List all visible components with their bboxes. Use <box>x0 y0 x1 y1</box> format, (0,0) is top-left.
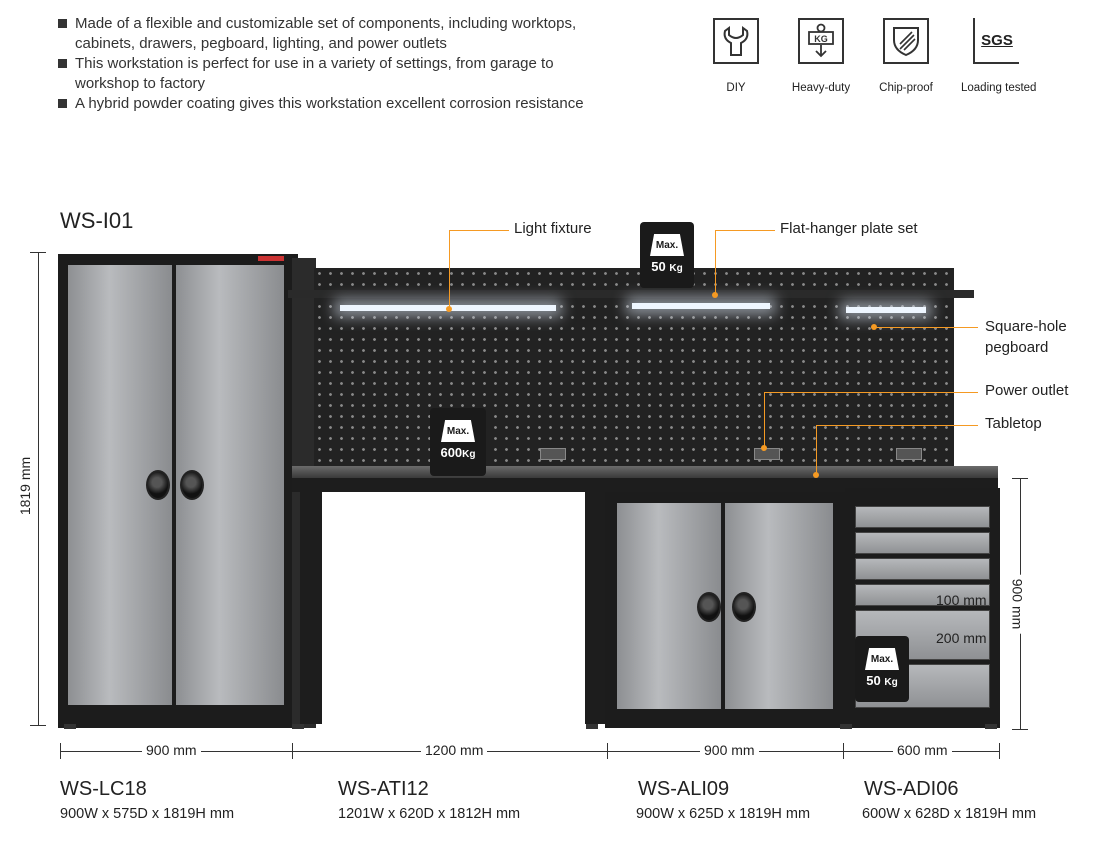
width-dim-2: 1200 mm <box>421 742 488 758</box>
table-leg <box>300 492 322 724</box>
callout-dot <box>871 324 877 330</box>
feature-list: Made of a flexible and customizable set … <box>58 14 618 114</box>
feature-diy: DIY <box>701 18 771 94</box>
dim-tick <box>607 743 608 759</box>
door-handle <box>180 470 204 500</box>
dim-tick <box>1012 729 1028 730</box>
callout-line <box>715 230 775 231</box>
table-leg <box>585 492 607 724</box>
tabletop-edge <box>292 478 998 492</box>
bullet-icon <box>58 19 67 28</box>
power-outlet <box>540 448 566 460</box>
product-name: WS-ADI06 <box>864 778 959 800</box>
callout-line <box>449 230 450 308</box>
width-dim-3: 900 mm <box>700 742 759 758</box>
weight-badge-shelf: Max. 50 Kg <box>640 222 694 288</box>
product-spec: 600W x 628D x 1819H mm <box>862 806 1037 822</box>
callout-line <box>816 425 817 475</box>
dim-tick <box>1012 478 1028 479</box>
dim-tick <box>843 743 844 759</box>
shelf <box>288 290 600 298</box>
model-title: WS-I01 <box>60 208 134 233</box>
product-spec: 900W x 575D x 1819H mm <box>60 806 235 822</box>
callout-dot <box>712 292 718 298</box>
callout-line <box>449 230 509 231</box>
callout-line <box>715 230 716 294</box>
callout-square-hole-pegboard: Square-hole pegboard <box>985 318 1067 356</box>
shelf <box>822 290 974 298</box>
right-height-dim-label: 900 mm <box>1009 574 1026 634</box>
drawer <box>855 506 990 528</box>
dim-tick <box>30 725 46 726</box>
light-fixture <box>846 307 926 313</box>
svg-text:KG: KG <box>814 34 828 44</box>
sgs-icon: SGS <box>973 18 1019 64</box>
height-dim-line <box>38 252 39 726</box>
callout-tabletop: Tabletop <box>985 415 1042 432</box>
weight-kg-icon: KG <box>798 18 844 64</box>
wrench-icon <box>713 18 759 64</box>
height-dim-label: 1819 mm <box>17 452 34 520</box>
dim-tick <box>999 743 1000 759</box>
feature-heavy-duty: KG Heavy-duty <box>786 18 856 94</box>
drawer <box>855 532 990 554</box>
width-dim-1: 900 mm <box>142 742 201 758</box>
callout-flat-hanger: Flat-hanger plate set <box>780 220 918 237</box>
shield-icon <box>883 18 929 64</box>
callout-light-fixture: Light fixture <box>514 220 592 237</box>
square-hole-pegboard <box>314 268 954 468</box>
callout-dot <box>761 445 767 451</box>
foot <box>64 724 76 729</box>
weight-icon: Max. <box>441 420 475 442</box>
width-dim-4: 600 mm <box>893 742 952 758</box>
product-spec: 1201W x 620D x 1812H mm <box>338 806 521 822</box>
bullet-icon <box>58 99 67 108</box>
width-dim-line <box>60 751 1000 752</box>
callout-line <box>816 425 978 426</box>
callout-line <box>874 327 978 328</box>
power-outlet <box>896 448 922 460</box>
callout-line <box>764 392 978 393</box>
dim-tick <box>60 743 61 759</box>
callout-dot <box>446 306 452 312</box>
light-fixture <box>632 303 770 309</box>
weight-icon: Max. <box>865 648 899 670</box>
feature-chip-proof: Chip-proof <box>871 18 941 94</box>
product-name: WS-LC18 <box>60 778 147 800</box>
list-item: This workstation is perfect for use in a… <box>58 54 618 94</box>
foot <box>985 724 997 729</box>
dim-tick <box>30 252 46 253</box>
door-handle <box>697 592 721 622</box>
weight-badge-drawer: Max. 50 Kg <box>855 636 909 702</box>
product-name: WS-ATI12 <box>338 778 429 800</box>
foot <box>840 724 852 729</box>
foot <box>292 724 304 729</box>
drawer <box>855 558 990 580</box>
tabletop <box>292 466 998 478</box>
callout-line <box>764 392 765 448</box>
brand-label <box>258 256 284 261</box>
door-handle <box>146 470 170 500</box>
list-item: Made of a flexible and customizable set … <box>58 14 618 54</box>
feature-loading-tested: SGS Loading tested <box>961 18 1036 94</box>
drawer-dim-200: 200 mm <box>936 630 987 646</box>
callout-power-outlet: Power outlet <box>985 382 1069 399</box>
weight-icon: Max. <box>650 234 684 256</box>
bullet-icon <box>58 59 67 68</box>
door-handle <box>732 592 756 622</box>
power-outlet <box>754 448 780 460</box>
dim-tick <box>292 743 293 759</box>
callout-dot <box>813 472 819 478</box>
drawer <box>855 584 990 606</box>
product-name: WS-ALI09 <box>638 778 730 800</box>
list-item: A hybrid powder coating gives this works… <box>58 94 618 114</box>
weight-badge-tabletop: Max. 600Kg <box>430 408 486 476</box>
product-spec: 900W x 625D x 1819H mm <box>636 806 811 822</box>
foot <box>586 724 598 729</box>
drawer-dim-100: 100 mm <box>936 592 987 608</box>
